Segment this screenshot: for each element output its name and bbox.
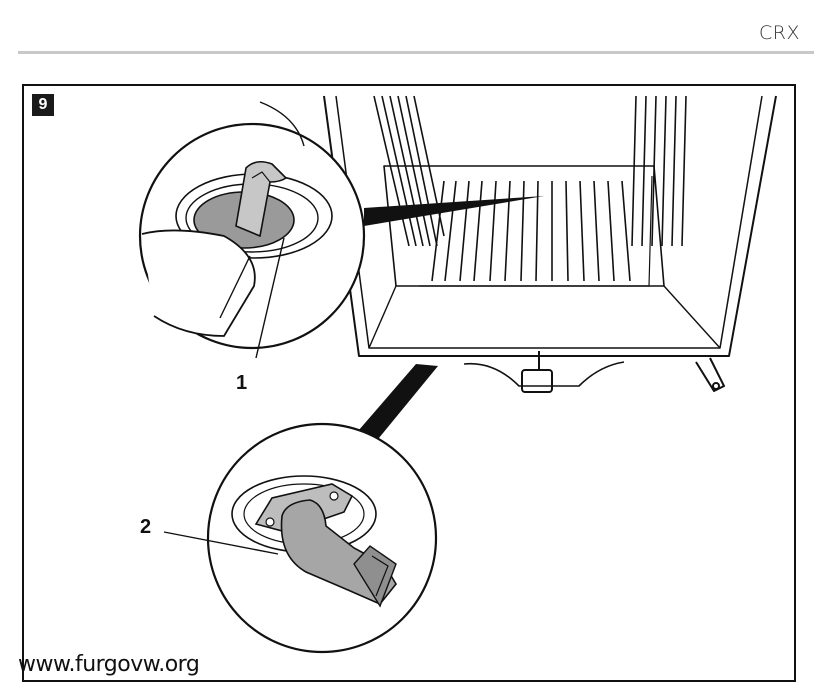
drain-outlet-detail [163,422,438,654]
detail-2-pointer [352,364,438,444]
header-rule [18,51,814,54]
fridge-interior [323,95,777,393]
drain-illustration [138,95,777,654]
figure-number-badge: 9 [32,94,54,116]
drain-plug-detail [138,101,366,359]
detail-1-pointer [364,196,544,226]
watermark-text: www.furgovw.org [18,652,200,677]
model-label: CRX [759,22,800,44]
figure-frame: 9 [22,84,796,682]
callout-2-label: 2 [140,516,152,538]
callout-1-label: 1 [236,372,248,394]
